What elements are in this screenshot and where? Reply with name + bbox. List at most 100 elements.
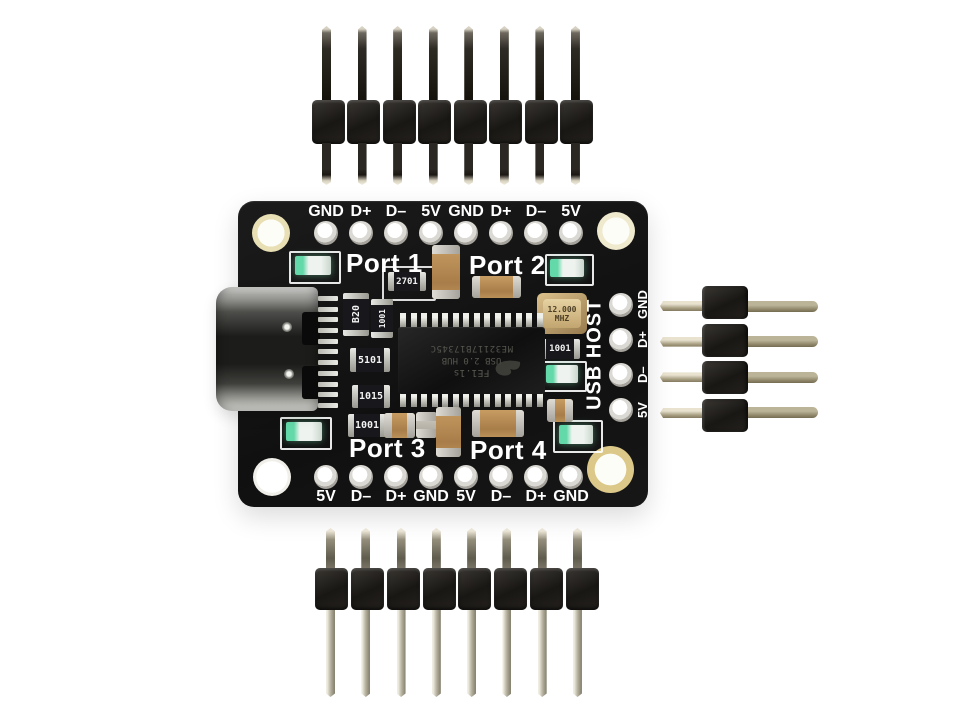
pin-label: D+ [635, 331, 650, 349]
ic-pin [442, 313, 449, 328]
connector-leg [318, 296, 338, 301]
ic-pin [400, 313, 406, 328]
ic-pin [431, 392, 438, 407]
header-pin [499, 26, 509, 102]
ic-pin [494, 313, 501, 328]
ic-pin [526, 313, 533, 328]
header-pin [431, 528, 441, 570]
pin-hole [349, 221, 373, 245]
pin-label: GND [308, 203, 344, 220]
header-pin [748, 406, 818, 418]
header-pin [748, 301, 818, 312]
connector-leg [318, 338, 338, 344]
pin-hole [419, 221, 443, 245]
ic-pin [452, 313, 459, 328]
ic-pin [494, 392, 501, 407]
header-pin [535, 143, 545, 185]
pin-label: 5V [456, 488, 476, 505]
header-plastic-segment [702, 398, 748, 432]
connector-latch [302, 366, 320, 399]
connector-legs [318, 296, 338, 408]
header-plastic-segment [382, 100, 416, 144]
fuse-b20: B20 [343, 293, 369, 336]
capacitor [472, 276, 521, 298]
top-header-long-pins [322, 26, 580, 102]
pin-label: 5V [316, 488, 336, 505]
header-pin [499, 143, 509, 185]
pin-hole [384, 465, 408, 489]
ic-markings: FE1.1s USB 2.0 HUB ME32117B17345C [398, 327, 545, 394]
pin-hole [609, 363, 633, 387]
capacitor [432, 245, 460, 299]
host-led [546, 365, 578, 383]
ic-pin [421, 392, 428, 407]
pin-label: D– [525, 203, 547, 220]
header-pin [660, 301, 704, 311]
header-pin [572, 610, 582, 697]
pin-label: D+ [525, 488, 547, 505]
resistor-1015: 1015 [352, 385, 390, 408]
mounting-hole [253, 458, 291, 496]
header-pin [572, 528, 582, 570]
header-pin [502, 528, 512, 570]
right-pin-holes [609, 293, 633, 422]
pin-label: GND [635, 290, 650, 320]
pin-label: D+ [350, 203, 372, 220]
capacitor [384, 413, 415, 438]
pcb-board: GND D+ D– 5V GND D+ D– 5V 5V D– D+ GND 5… [238, 201, 650, 507]
pin-hole [314, 465, 338, 489]
capacitor [472, 410, 524, 437]
pin-label: GND [448, 203, 484, 220]
header-pin [535, 26, 545, 102]
pin-hole [559, 465, 583, 489]
header-pin [393, 143, 403, 185]
usb-hub-ic: FE1.1s USB 2.0 HUB ME32117B17345C [398, 327, 545, 394]
header-pin [570, 143, 580, 185]
ic-pin [484, 392, 491, 407]
pin-label: D– [635, 366, 650, 384]
header-pin [660, 372, 704, 383]
ic-pin [431, 313, 438, 328]
ic-pin [526, 392, 533, 407]
port-3-label: Port 3 [349, 433, 426, 463]
capacitor [436, 407, 461, 457]
header-pin [396, 528, 406, 570]
usb-c-connector [216, 287, 318, 411]
bottom-header-body [315, 568, 599, 610]
crystal-marking: 12.000 MHZ [543, 299, 581, 328]
connector-leg [318, 360, 338, 366]
connector-leg [318, 381, 338, 387]
pin-hole [419, 465, 443, 489]
resistor-marking: 1001 [549, 344, 571, 354]
top-pin-holes [314, 221, 583, 245]
ic-lot-code: ME32117B17345C [430, 343, 513, 353]
bottom-header-long-pins [326, 610, 582, 697]
crystal-oscillator: 12.000 MHZ [537, 293, 587, 334]
port2-led [550, 259, 584, 277]
header-pin [537, 610, 547, 697]
ic-pin [515, 392, 522, 407]
capacitor [416, 412, 437, 438]
right-header-long-pins [748, 301, 818, 418]
resistor-marking: 1001 [377, 308, 387, 329]
header-pin [748, 336, 818, 348]
header-plastic-segment [702, 286, 748, 319]
header-plastic-segment [559, 100, 593, 144]
resistor-2701: 2701 [388, 272, 426, 291]
header-pin [570, 26, 580, 102]
resistor-5101: 5101 [350, 348, 390, 372]
pin-label: GND [413, 488, 449, 505]
header-pin [357, 26, 367, 102]
ic-pin [515, 313, 522, 328]
ic-pin [463, 392, 470, 407]
mounting-hole [597, 212, 635, 250]
pin-label: D– [350, 488, 372, 505]
port-4-label: Port 4 [470, 435, 547, 465]
ic-part-number: FE1.1s [453, 367, 490, 378]
fuse-marking: B20 [350, 305, 362, 324]
header-pin [322, 26, 331, 102]
led-outline [289, 251, 341, 284]
port3-led [286, 422, 322, 441]
header-plastic-segment [702, 361, 748, 395]
resistor-marking: 1015 [358, 391, 384, 402]
